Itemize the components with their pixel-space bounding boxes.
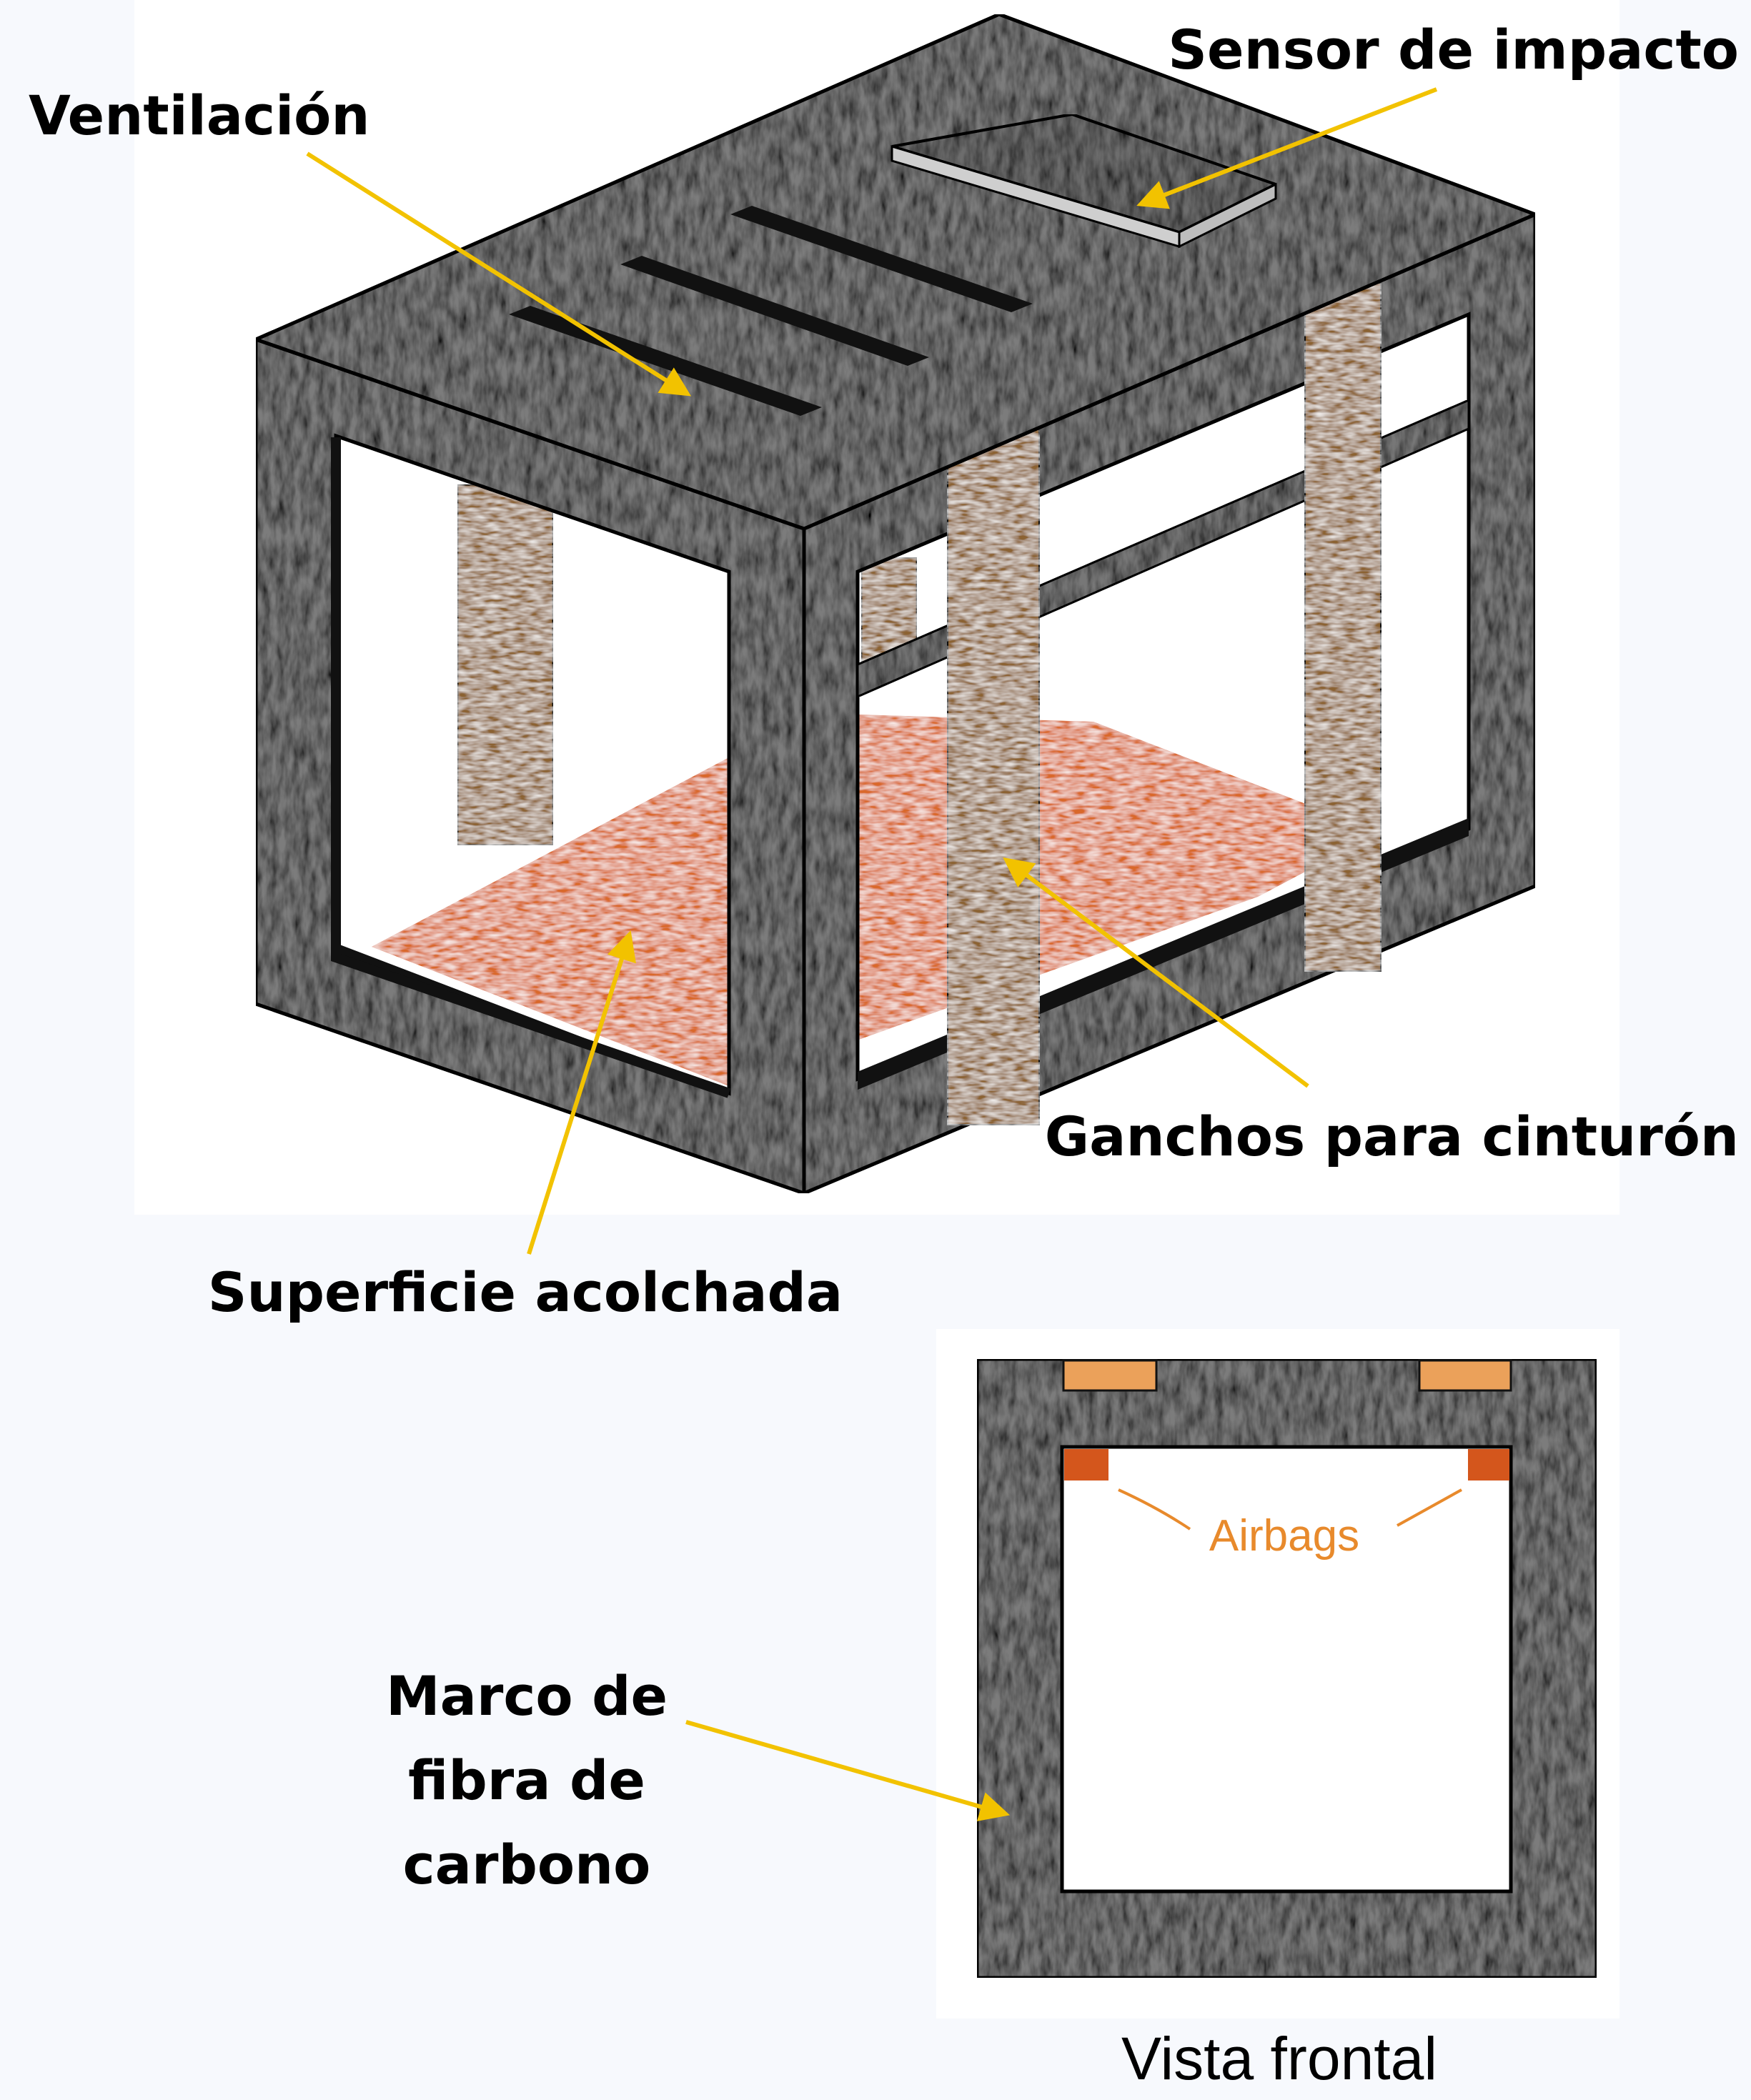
- label-impact-sensor: Sensor de impacto: [1168, 18, 1739, 81]
- vent-slot-icon: [730, 206, 1033, 312]
- vent-slot-icon: [620, 256, 929, 366]
- airbag-icon: [1468, 1449, 1509, 1481]
- leader-ventilation: [306, 151, 692, 397]
- belt-strap-right: [1303, 281, 1383, 973]
- belt-strap-front: [946, 420, 1041, 1127]
- leader-belt-hooks: [1003, 857, 1309, 1088]
- airbag-leader-left: [1118, 1488, 1191, 1531]
- vent-slot-icon: [509, 306, 822, 416]
- front-frame: [975, 1357, 1599, 1980]
- padded-floor: [372, 715, 1379, 1086]
- leader-lines: [306, 87, 1438, 1821]
- airbag-icon: [1064, 1449, 1108, 1481]
- left-opening-edge: [331, 437, 731, 1098]
- airbag-leader-right: [1397, 1488, 1462, 1527]
- belt-strap-back-left: [456, 483, 555, 847]
- label-front-view: Vista frontal: [1121, 2025, 1437, 2092]
- leader-frame: [685, 1720, 1011, 1821]
- label-padded-surface: Superficie acolchada: [208, 1260, 843, 1324]
- label-frame-line3: carbono: [403, 1833, 651, 1896]
- label-airbags: Airbags: [1209, 1511, 1359, 1561]
- isometric-view: [134, 0, 1619, 1215]
- leader-padded-surface: [527, 930, 636, 1255]
- front-view: [936, 1329, 1619, 2019]
- impact-sensor-icon: [891, 112, 1280, 249]
- top-block-right: [1418, 1359, 1512, 1392]
- label-frame-line1: Marco de: [386, 1664, 668, 1728]
- leader-impact-sensor: [1136, 87, 1438, 209]
- label-ventilation: Ventilación: [29, 84, 369, 147]
- label-belt-hooks: Ganchos para cinturón: [1045, 1105, 1739, 1168]
- top-block-left: [1062, 1359, 1158, 1392]
- label-frame-line2: fibra de: [408, 1748, 645, 1812]
